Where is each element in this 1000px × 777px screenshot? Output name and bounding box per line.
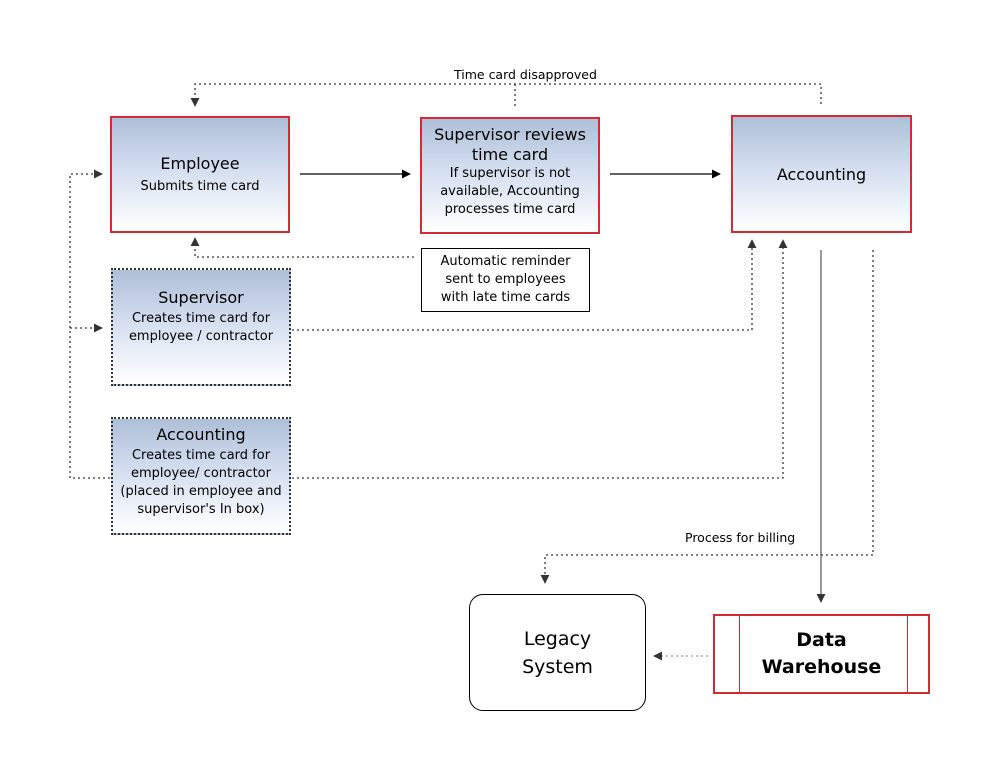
edge-billing: [540, 250, 874, 584]
accounting-create-sub: Creates time card for employee/ contract…: [120, 448, 282, 517]
accounting-title: Accounting: [776, 165, 867, 184]
edge-acct-create-loop: [69, 169, 110, 479]
supervisor-node: Supervisor Creates time card for employe…: [111, 268, 291, 386]
data-warehouse-node: Data Warehouse: [713, 614, 930, 694]
disapproved-label: Time card disapproved: [452, 67, 599, 82]
legacy-title: Legacy System: [522, 627, 593, 678]
employee-title: Employee: [160, 153, 240, 173]
warehouse-title: Data Warehouse: [761, 629, 882, 678]
employee-sub: Submits time card: [140, 178, 260, 194]
supervisor-review-node: Supervisor reviews time card If supervis…: [420, 117, 600, 234]
supervisor-title: Supervisor: [158, 288, 244, 307]
edge-reminder-to-employee: [190, 237, 414, 258]
supervisor-review-sub: If supervisor is not available, Accounti…: [440, 166, 580, 217]
edge-acct-create-to-accounting: [292, 239, 788, 479]
accounting-node: Accounting: [731, 115, 912, 233]
reminder-text: Automatic reminder sent to employees wit…: [440, 254, 571, 305]
edge-disapproved: [190, 83, 822, 107]
legacy-system-node: Legacy System: [469, 594, 646, 711]
warehouse-right-rule: [907, 616, 908, 692]
accounting-create-title: Accounting: [156, 425, 246, 444]
billing-label: Process for billing: [685, 530, 796, 545]
accounting-create-node: Accounting Creates time card for employe…: [111, 417, 291, 535]
supervisor-sub: Creates time card for employee / contrac…: [128, 311, 274, 344]
supervisor-review-title: Supervisor reviews time card: [434, 125, 586, 164]
edge-supervisor-to-accounting: [292, 239, 757, 331]
warehouse-left-rule: [739, 616, 740, 692]
reminder-node: Automatic reminder sent to employees wit…: [421, 248, 590, 312]
employee-node: Employee Submits time card: [110, 116, 290, 233]
